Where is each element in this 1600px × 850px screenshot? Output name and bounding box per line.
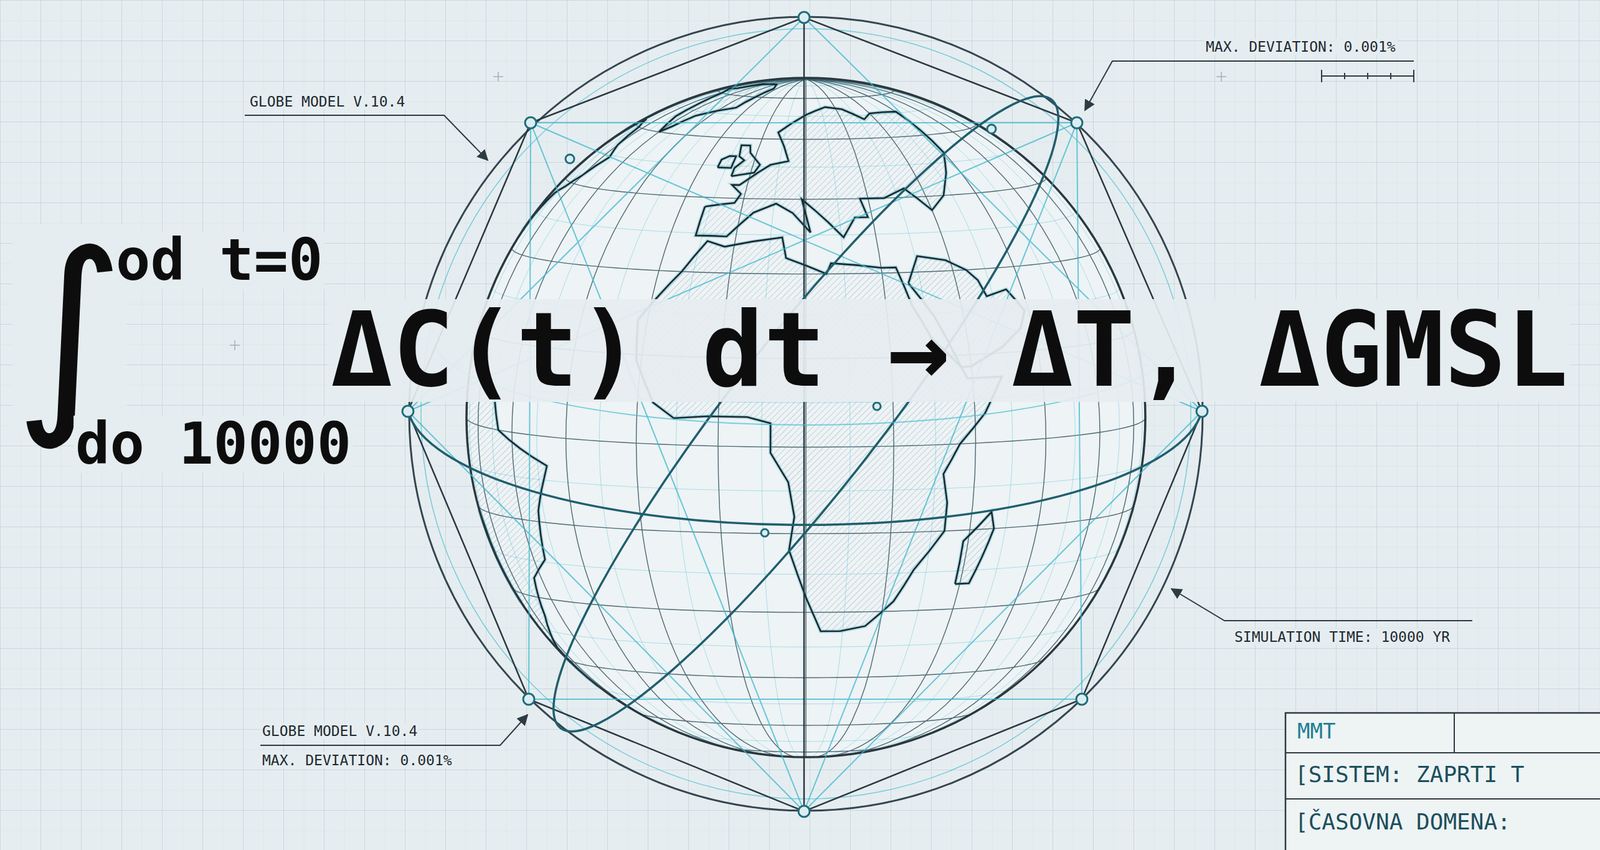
blueprint-path <box>1216 71 1227 82</box>
blueprint-polyline <box>1171 588 1473 621</box>
callout-label-slot: GLOBE MODEL V.10.4 <box>247 93 407 110</box>
callout-label: SIMULATION TIME: 10000 YR <box>1232 628 1452 645</box>
blueprint-circle <box>798 11 810 24</box>
table-cell-slot: [ČASOVNA DOMENA: <box>1292 808 1513 834</box>
callout-label-slot: GLOBE MODEL V.10.4 <box>260 722 420 739</box>
callout-label: GLOBE MODEL V.10.4 <box>247 93 407 110</box>
integral-bound: od t=0 <box>113 231 325 289</box>
blueprint-path <box>229 340 240 351</box>
blueprint-circle <box>761 528 769 537</box>
table-cell: [ČASOVNA DOMENA: <box>1292 808 1513 834</box>
integral-sign-slot: ∫ <box>12 224 127 436</box>
blueprint-path <box>466 77 1146 757</box>
equator-band <box>407 411 1203 525</box>
leader-lines <box>244 61 1473 745</box>
scale-bar <box>1321 69 1414 83</box>
blueprint-rect <box>1285 712 1600 850</box>
formula-text-slot: ΔC(t) dt → ΔT, ΔGMSL <box>328 298 1571 402</box>
callout-label-slot: SIMULATION TIME: 10000 YR <box>1232 628 1452 645</box>
blueprint-circle <box>1071 117 1083 129</box>
callout-label: MAX. DEVIATION: 0.001% <box>1203 38 1398 55</box>
integral-bound: do 10000 <box>73 415 354 473</box>
polyhedron-outline <box>407 17 1203 811</box>
blueprint-circle <box>798 805 810 817</box>
globe-group <box>466 77 1146 757</box>
callout-label-slot: MAX. DEVIATION: 0.001% <box>1203 38 1398 55</box>
polyhedron-cyan <box>407 17 1203 811</box>
blueprint-polyline <box>260 714 528 745</box>
table-cell: [SISTEM: ZAPRTI T <box>1292 761 1526 787</box>
blueprint-circle <box>523 693 535 705</box>
blueprint-path <box>803 17 806 811</box>
blueprint-path <box>493 71 504 82</box>
orbit-ring <box>501 53 1110 774</box>
vertex-dots <box>402 11 1208 817</box>
blueprint-path <box>1321 69 1414 83</box>
inner-ring <box>421 28 1191 799</box>
table-cell-slot: [SISTEM: ZAPRTI T <box>1292 761 1526 787</box>
blueprint-circle <box>873 402 881 410</box>
blueprint-circle <box>565 154 575 164</box>
table-cell-slot: MMT <box>1295 718 1338 744</box>
blueprint-polyline <box>244 115 488 161</box>
blueprint-path <box>407 17 1203 811</box>
integral-bound-slot: od t=0 <box>113 231 325 289</box>
blueprint-circle <box>987 124 996 134</box>
integral-bound-slot: do 10000 <box>73 415 354 473</box>
info-table <box>1285 712 1600 850</box>
blueprint-circle <box>1076 693 1088 705</box>
blueprint-circle <box>525 117 537 129</box>
formula-text: ΔC(t) dt → ΔT, ΔGMSL <box>328 298 1571 402</box>
table-cell: MMT <box>1295 718 1338 744</box>
blueprint-polyline <box>1084 61 1414 111</box>
blueprint-path <box>466 77 1146 757</box>
callout-label-slot: MAX. DEVIATION: 0.001% <box>260 751 455 768</box>
integral-sign: ∫ <box>12 224 127 436</box>
blueprint-path <box>466 77 1146 757</box>
blueprint-path <box>1285 712 1600 799</box>
callout-label: GLOBE MODEL V.10.4 <box>260 722 420 739</box>
blueprint-path <box>407 17 1203 811</box>
blueprint-path <box>466 77 1146 757</box>
blueprint-circle <box>402 405 414 417</box>
callout-label: MAX. DEVIATION: 0.001% <box>260 751 455 768</box>
blueprint-circle <box>1196 405 1208 417</box>
